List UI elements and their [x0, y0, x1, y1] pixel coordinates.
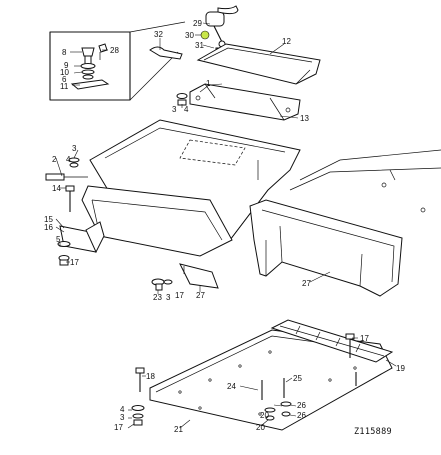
callout-17c: 17: [360, 334, 369, 343]
callout-11: 11: [60, 82, 69, 91]
callout-27b: 27: [196, 291, 205, 300]
callout-labels: 29 30 31 32 12 8 28 9 10 6 11 1 3 4 13 2…: [44, 19, 405, 434]
callout-26a: 26: [297, 401, 306, 410]
callout-9: 9: [64, 61, 69, 70]
callout-25: 25: [293, 374, 302, 383]
callout-13: 13: [300, 114, 309, 123]
callout-20b: 20: [256, 423, 265, 432]
callout-27a: 27: [302, 279, 311, 288]
callout-17d: 17: [114, 423, 123, 432]
leader-lines: [55, 22, 397, 429]
callout-16: 16: [44, 223, 53, 232]
callout-18: 18: [146, 372, 155, 381]
callout-24: 24: [227, 382, 236, 391]
callout-20a: 20: [260, 411, 269, 420]
callout-4c: 4: [120, 405, 125, 414]
callout-31: 31: [195, 41, 204, 50]
callout-4b: 4: [66, 155, 71, 164]
callout-3b: 3: [72, 144, 77, 153]
detail-inset: [49, 21, 186, 101]
bracket-part-27: [179, 263, 219, 289]
callout-3c: 3: [166, 293, 171, 302]
callout-32: 32: [154, 30, 163, 39]
callout-29: 29: [193, 19, 202, 28]
callout-21: 21: [174, 425, 183, 434]
callout-19: 19: [396, 364, 405, 373]
callout-6: 6: [62, 75, 67, 84]
chassis-right: [289, 149, 441, 213]
callout-3a: 3: [172, 105, 177, 114]
callout-30: 30: [185, 31, 194, 40]
bottom-hardware: [131, 333, 357, 426]
callout-10: 10: [60, 68, 69, 77]
plate-holes: [178, 350, 357, 416]
highlighted-part-30: [200, 30, 210, 40]
callout-17b: 17: [175, 291, 184, 300]
callout-14: 14: [52, 184, 61, 193]
left-hardware: [45, 93, 188, 291]
callout-26b: 26: [297, 411, 306, 420]
hinge-bracket: [189, 83, 301, 121]
figure-id: Z115889: [354, 427, 392, 437]
callout-17a: 17: [70, 258, 79, 267]
lid-panel: [196, 43, 321, 85]
main-housing: [81, 119, 301, 257]
callout-23: 23: [153, 293, 162, 302]
callout-1: 1: [206, 79, 211, 88]
callout-2: 2: [52, 155, 57, 164]
callout-28: 28: [110, 46, 119, 55]
shield-part-27: [249, 199, 403, 297]
callout-15: 15: [44, 215, 53, 224]
grate-strip: [270, 319, 394, 363]
callout-5: 5: [56, 235, 61, 244]
callout-3d: 3: [120, 413, 125, 422]
callout-4a: 4: [184, 105, 189, 114]
callout-12: 12: [282, 37, 291, 46]
callout-8: 8: [62, 48, 67, 57]
